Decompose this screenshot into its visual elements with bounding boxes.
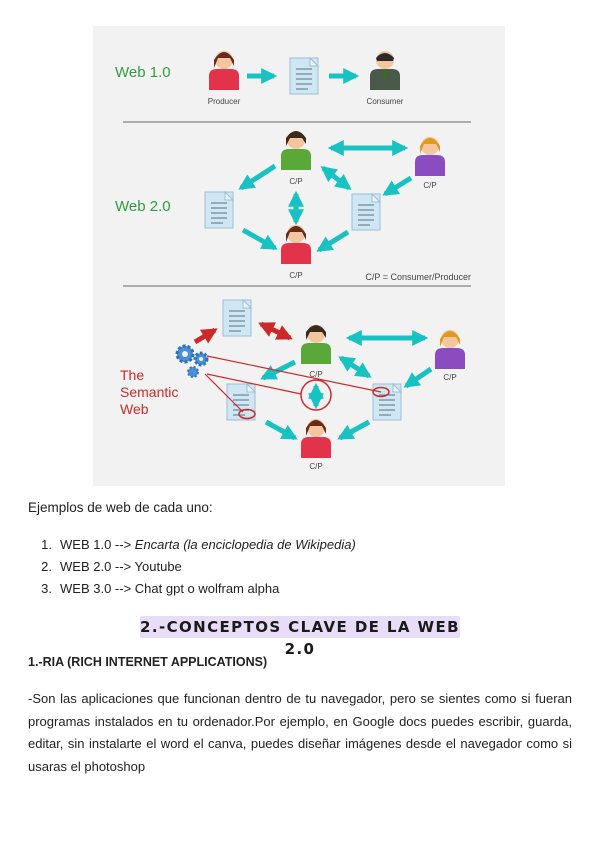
example-text: Encarta (la enciclopedia de Wikipedia) bbox=[135, 537, 356, 552]
arrow-link bbox=[406, 369, 431, 386]
diagram-canvas: Web 1.0 Producer Consumer Web 2.0 C/P C/… bbox=[93, 26, 505, 486]
cp-label: C/P bbox=[309, 462, 322, 471]
document-icon bbox=[352, 194, 380, 230]
cp-legend: C/P = Consumer/Producer bbox=[365, 272, 471, 282]
cp-person-purple-icon bbox=[435, 330, 465, 369]
cp-person-red-icon bbox=[281, 225, 311, 264]
gears-icon bbox=[177, 346, 207, 377]
examples-list: 1.WEB 1.0 --> Encarta (la enciclopedia d… bbox=[28, 534, 356, 600]
document-icon bbox=[223, 300, 251, 336]
arrow-link bbox=[243, 230, 275, 248]
semantic-label-line1: The bbox=[120, 367, 144, 383]
example-text: Chat gpt o wolfram alpha bbox=[135, 581, 280, 596]
arrow-link bbox=[241, 166, 275, 188]
document-icon bbox=[290, 58, 318, 94]
list-item: 1.WEB 1.0 --> Encarta (la enciclopedia d… bbox=[28, 534, 356, 556]
arrow-link bbox=[341, 358, 369, 376]
web1-section: Web 1.0 Producer Consumer bbox=[115, 51, 404, 106]
document-icon bbox=[227, 384, 255, 420]
cp-label: C/P bbox=[289, 271, 302, 280]
list-item: 3.WEB 3.0 --> Chat gpt o wolfram alpha bbox=[28, 578, 356, 600]
example-text: Youtube bbox=[135, 559, 182, 574]
web1-label: Web 1.0 bbox=[115, 64, 171, 81]
web2-label: Web 2.0 bbox=[115, 198, 171, 215]
arrow-link-red bbox=[261, 324, 290, 338]
section-heading: 2.-CONCEPTOS CLAVE DE LA WEB 2.0 bbox=[140, 616, 460, 638]
cp-label: C/P bbox=[423, 181, 436, 190]
semantic-web-section: The Semantic Web C/P C/P C/P bbox=[120, 300, 465, 471]
cp-person-green-icon bbox=[301, 325, 331, 364]
consumer-label: Consumer bbox=[367, 97, 404, 106]
examples-intro: Ejemplos de web de cada uno: bbox=[28, 500, 213, 515]
arrow-link bbox=[385, 178, 411, 194]
semantic-label-line3: Web bbox=[120, 401, 149, 417]
document-icon bbox=[205, 192, 233, 228]
arrow-link bbox=[263, 362, 295, 378]
semantic-label-line2: Semantic bbox=[120, 384, 178, 400]
cp-person-purple-icon bbox=[415, 137, 445, 176]
arrow-link bbox=[340, 422, 369, 438]
body-paragraph: -Son las aplicaciones que funcionan dent… bbox=[28, 688, 572, 778]
list-item: 2.WEB 2.0 --> Youtube bbox=[28, 556, 356, 578]
cp-label: C/P bbox=[289, 177, 302, 186]
cp-label: C/P bbox=[443, 373, 456, 382]
arrow-link bbox=[266, 422, 295, 438]
cp-person-red-icon bbox=[301, 419, 331, 458]
producer-person-icon bbox=[209, 51, 239, 90]
arrow-link bbox=[319, 232, 348, 250]
web-evolution-diagram: Web 1.0 Producer Consumer Web 2.0 C/P C/… bbox=[93, 26, 505, 486]
consumer-person-icon bbox=[370, 51, 400, 90]
arrow-link-red bbox=[195, 330, 215, 342]
web2-section: Web 2.0 C/P C/P C/P C/P = Consumer/Produ… bbox=[115, 131, 471, 282]
arrow-link bbox=[323, 168, 349, 188]
producer-label: Producer bbox=[208, 97, 241, 106]
subheading: 1.-RIA (RICH INTERNET APPLICATIONS) bbox=[28, 655, 267, 669]
cp-person-green-icon bbox=[281, 131, 311, 170]
